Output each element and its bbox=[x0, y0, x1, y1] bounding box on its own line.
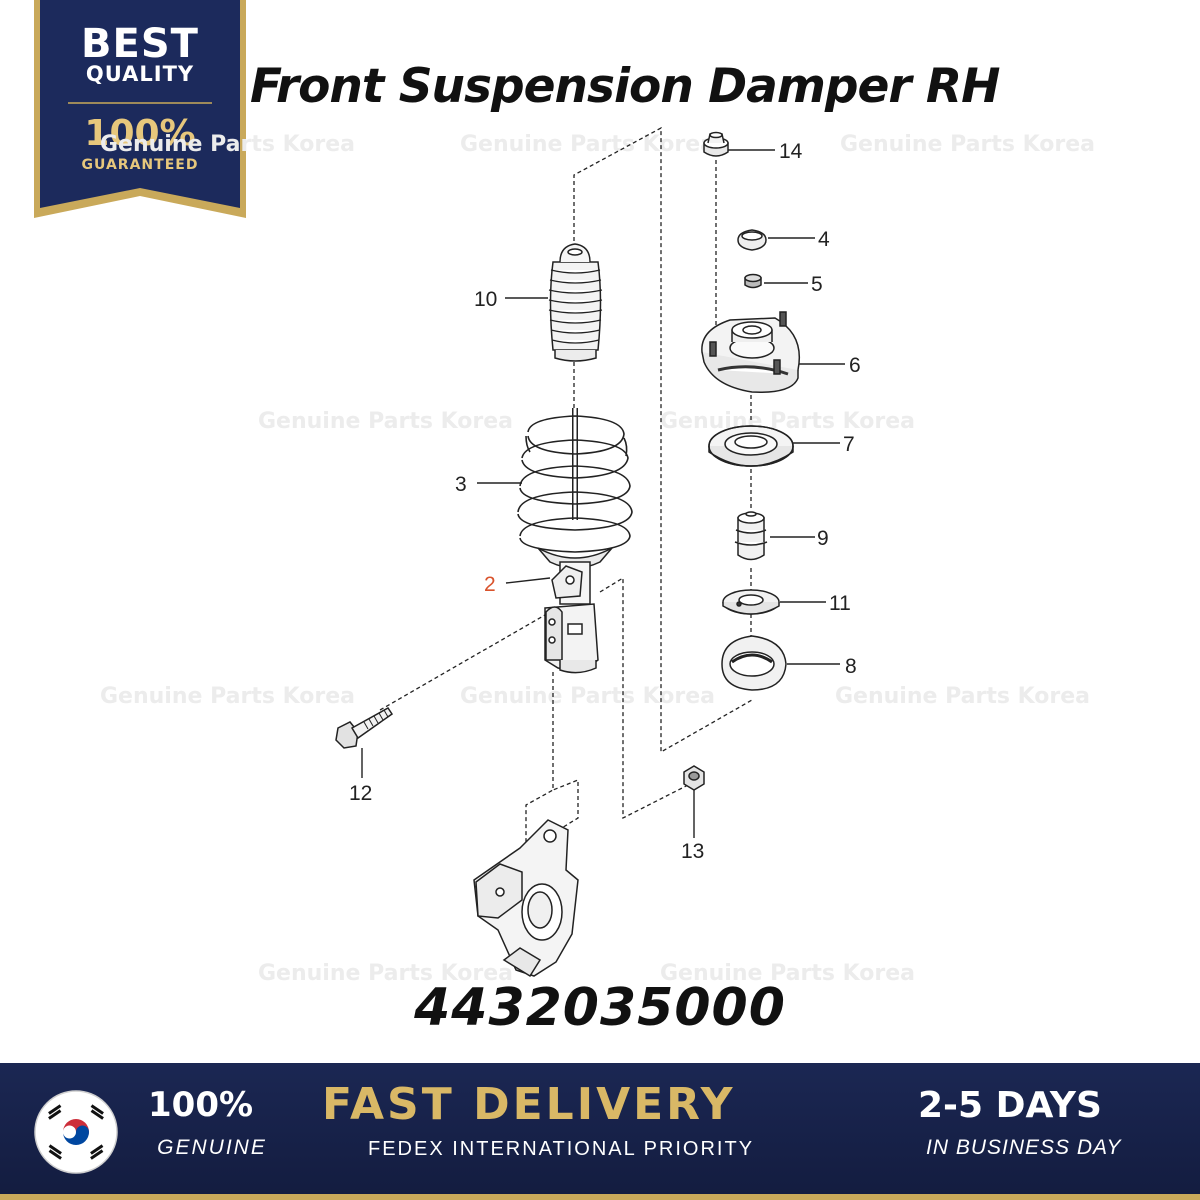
assembly-dashed-lines bbox=[379, 126, 753, 852]
flange-nut-part bbox=[683, 765, 705, 791]
lock-nut-part bbox=[744, 273, 762, 289]
callout-11: 11 bbox=[829, 592, 851, 615]
watermark-text: Genuine Parts Korea bbox=[258, 409, 513, 434]
dust-boot-part bbox=[548, 243, 603, 362]
watermark-text: Genuine Parts Korea bbox=[460, 132, 715, 157]
dust-cap-part bbox=[737, 229, 767, 251]
callout-4: 4 bbox=[818, 228, 830, 251]
footer-gold-stripe bbox=[0, 1194, 1200, 1200]
shipping-method-label: FEDEX INTERNATIONAL PRIORITY bbox=[368, 1138, 755, 1160]
business-day-label: IN BUSINESS DAY bbox=[926, 1136, 1122, 1159]
watermark-text: Genuine Parts Korea bbox=[840, 132, 1095, 157]
badge-quality-text: QUALITY bbox=[85, 62, 195, 86]
callout-12: 12 bbox=[349, 782, 372, 805]
genuine-label: GENUINE bbox=[157, 1136, 267, 1159]
korea-flag-icon bbox=[34, 1090, 118, 1174]
part-number: 4432035000 bbox=[414, 978, 786, 1038]
footer-banner: 100% GENUINE FAST DELIVERY FEDEX INTERNA… bbox=[0, 1063, 1200, 1200]
watermark-text: Genuine Parts Korea bbox=[258, 961, 513, 986]
callout-10: 10 bbox=[474, 288, 497, 311]
watermark-text: Genuine Parts Korea bbox=[460, 684, 715, 709]
callout-7: 7 bbox=[843, 433, 855, 456]
fast-delivery-heading: FAST DELIVERY bbox=[322, 1079, 736, 1130]
watermark-text: Genuine Parts Korea bbox=[660, 961, 915, 986]
callout-8: 8 bbox=[845, 655, 857, 678]
coil-spring-part bbox=[517, 408, 633, 553]
delivery-days-text: 2-5 DAYS bbox=[918, 1085, 1102, 1126]
callout-labels: 14 4 5 10 6 7 3 9 2 11 8 12 13 bbox=[349, 140, 861, 863]
genuine-percent-text: 100% bbox=[148, 1085, 254, 1125]
watermark-text: Genuine Parts Korea bbox=[100, 132, 355, 157]
watermark-layer: Genuine Parts Korea Genuine Parts Korea … bbox=[100, 132, 1095, 986]
callout-14: 14 bbox=[779, 140, 803, 163]
strut-bearing-part bbox=[708, 425, 794, 467]
badge-best-text: BEST bbox=[81, 21, 199, 67]
callout-9: 9 bbox=[817, 527, 829, 550]
badge-percent-text: 100% bbox=[84, 113, 196, 154]
spring-lower-seat-part bbox=[721, 635, 787, 691]
page-title: Front Suspension Damper RH bbox=[250, 59, 1000, 114]
callout-2-highlighted: 2 bbox=[484, 573, 496, 596]
callout-13: 13 bbox=[681, 840, 704, 863]
callout-leaders bbox=[361, 149, 845, 838]
watermark-text: Genuine Parts Korea bbox=[660, 409, 915, 434]
spring-upper-seat-part bbox=[722, 589, 780, 615]
badge-guaranteed-text: GUARANTEED bbox=[81, 157, 199, 173]
steering-knuckle-part bbox=[473, 819, 579, 978]
strut-mount-part bbox=[701, 311, 801, 393]
badge-ribbon-shape bbox=[34, 0, 246, 218]
top-nut-part bbox=[703, 131, 729, 157]
callout-6: 6 bbox=[849, 354, 861, 377]
callout-3: 3 bbox=[455, 473, 467, 496]
quality-badge: BEST QUALITY 100% GUARANTEED bbox=[34, 0, 246, 218]
bump-stopper-part bbox=[734, 511, 768, 561]
callout-5: 5 bbox=[811, 273, 823, 296]
strut-assembly-part bbox=[537, 547, 613, 674]
mounting-bolt-part bbox=[335, 707, 394, 749]
watermark-text: Genuine Parts Korea bbox=[835, 684, 1090, 709]
watermark-text: Genuine Parts Korea bbox=[100, 684, 355, 709]
